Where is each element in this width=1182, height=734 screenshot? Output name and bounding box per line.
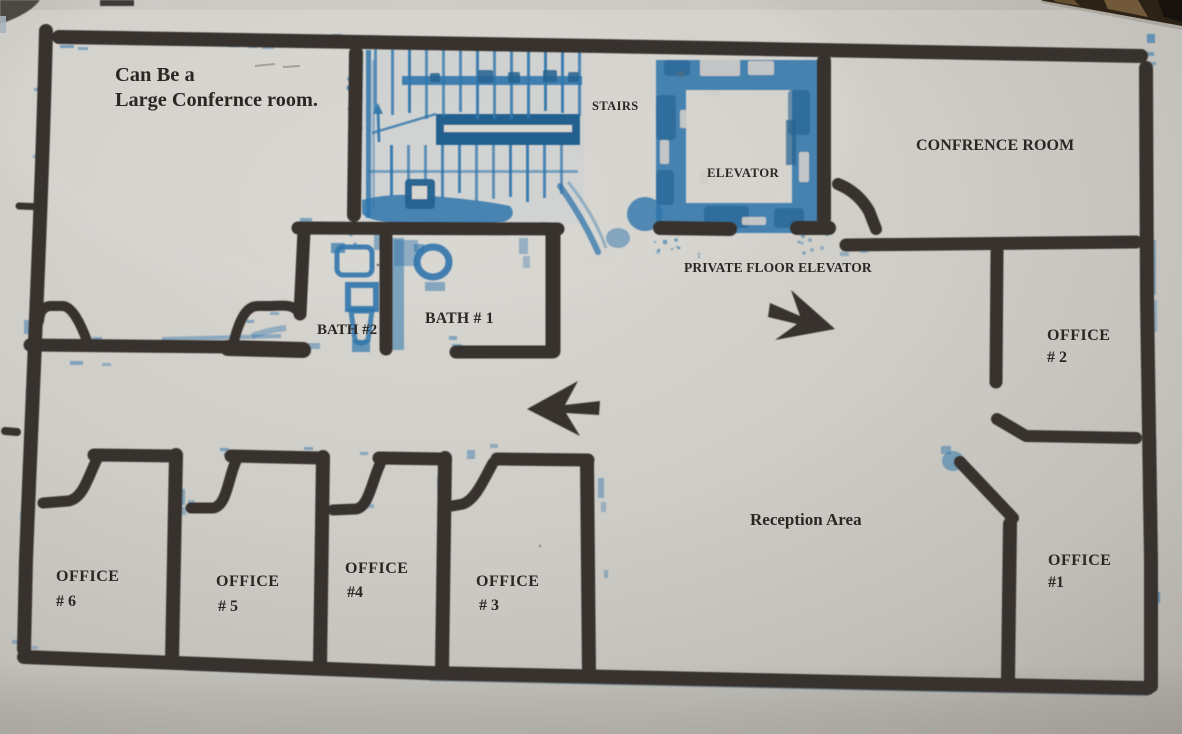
- svg-text:Can Be a: Can Be a: [115, 64, 195, 86]
- svg-text:BATH #2: BATH #2: [317, 322, 377, 338]
- svg-text:OFFICE: OFFICE: [1047, 327, 1110, 344]
- svg-text:PRIVATE FLOOR ELEVATOR: PRIVATE FLOOR ELEVATOR: [684, 260, 872, 275]
- svg-text:#4: #4: [347, 584, 363, 601]
- svg-text:# 2: # 2: [1047, 349, 1067, 366]
- svg-text:OFFICE: OFFICE: [476, 573, 539, 590]
- svg-text:Reception Area: Reception Area: [750, 510, 862, 529]
- svg-text:# 6: # 6: [56, 593, 76, 610]
- svg-text:ELEVATOR: ELEVATOR: [707, 166, 780, 180]
- svg-text:OFFICE: OFFICE: [1048, 552, 1111, 569]
- svg-text:OFFICE: OFFICE: [216, 573, 279, 590]
- svg-text:# 5: # 5: [218, 598, 238, 615]
- svg-text:OFFICE: OFFICE: [345, 560, 408, 577]
- svg-text:BATH # 1: BATH # 1: [425, 310, 494, 327]
- svg-text:Large Confernce room.: Large Confernce room.: [115, 89, 318, 111]
- svg-text:# 3: # 3: [479, 597, 499, 614]
- svg-text:STAIRS: STAIRS: [592, 99, 639, 113]
- svg-text:OFFICE: OFFICE: [56, 568, 119, 585]
- svg-text:CONFRENCE ROOM: CONFRENCE ROOM: [916, 137, 1074, 154]
- svg-text:#1: #1: [1048, 574, 1064, 591]
